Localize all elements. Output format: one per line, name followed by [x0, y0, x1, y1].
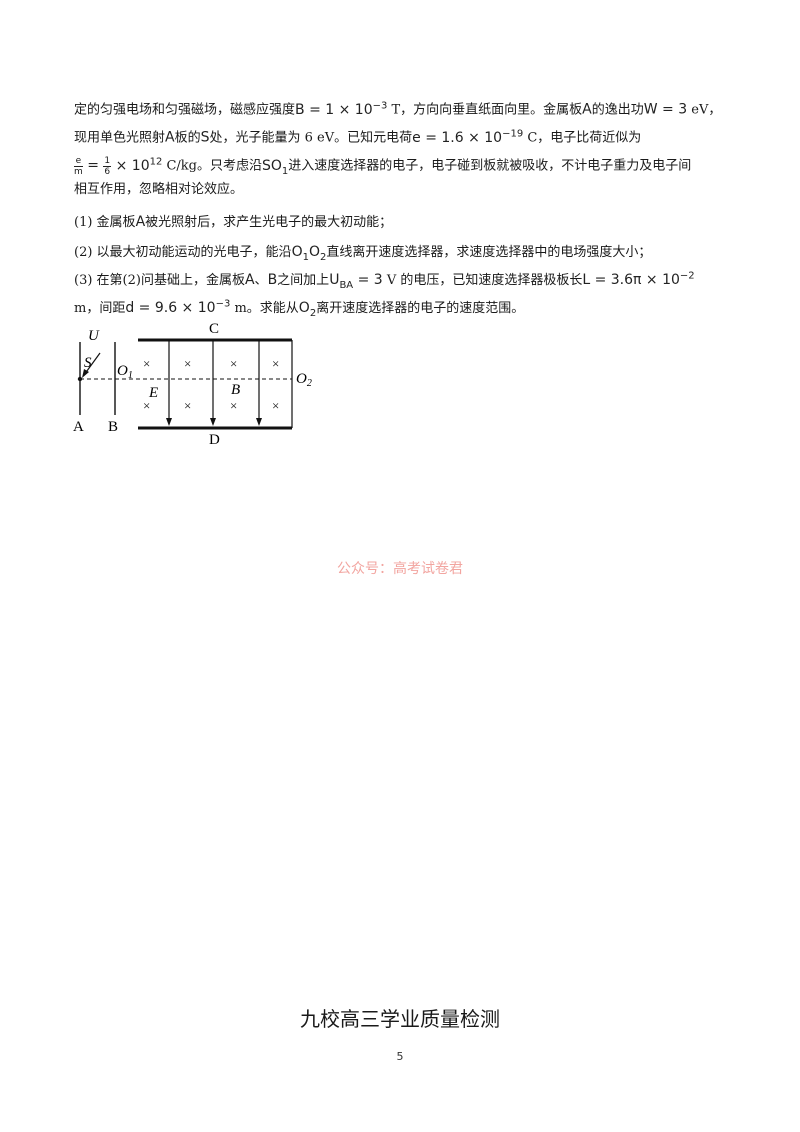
label-s: S	[84, 355, 92, 371]
question-2: (2) 以最大初动能运动的光电子，能沿O1O2直线离开速度选择器，求速度选择器中…	[74, 244, 652, 263]
label-c: C	[209, 321, 219, 337]
light-arrow-head	[82, 369, 89, 378]
paragraph-line-4: 相互作用，忽略相对论效应。	[74, 182, 244, 197]
text-span: C，电子比荷近似为	[523, 130, 642, 146]
field-arrowhead-3	[256, 418, 262, 426]
plate-a-symbol: A	[582, 101, 592, 118]
cross-mark: ×	[184, 398, 191, 413]
label-b-plate: B	[108, 419, 118, 435]
plate-a-symbol: A	[244, 272, 255, 288]
question-3-line-2: m，间距d = 9.6 × 10−3 m。求能从O2离开速度选择器的电子的速度范…	[74, 298, 525, 319]
cross-mark: ×	[143, 398, 150, 413]
text-span: eV，	[687, 102, 722, 118]
footer-title: 九校高三学业质量检测	[300, 1007, 500, 1031]
electric-field-arrowheads	[166, 418, 262, 426]
label-o2: O2	[296, 371, 312, 389]
text-span: 的逸出功	[591, 102, 644, 118]
problem-paragraph: 定的匀强电场和匀强磁场，磁感应强度B = 1 × 10−3 T，方向向垂直纸面向…	[74, 92, 734, 204]
label-e: E	[148, 385, 158, 401]
label-o1: O1	[117, 363, 133, 381]
paragraph-line-2: 现用单色光照射A板的S处，光子能量为 6 eV。已知元电荷e = 1.6 × 1…	[74, 120, 734, 148]
equals-sign: =	[82, 157, 104, 174]
cross-mark: ×	[184, 356, 191, 371]
field-arrowhead-1	[166, 418, 172, 426]
voltage-formula: UBA = 3	[329, 272, 383, 291]
elementary-charge-formula: e = 1.6 × 10−19	[412, 128, 524, 146]
plate-distance-formula: d = 9.6 × 10−3	[125, 298, 231, 316]
text-span: 处，光子能量为 6 eV。已知元电荷	[209, 130, 413, 146]
magnetic-field-crosses: × × × × × × × ×	[143, 356, 279, 413]
question-3-line-1: (3) 在第(2)问基础上，金属板A、B之间加上UBA = 3 V 的电压，已知…	[74, 270, 695, 291]
field-arrowhead-2	[210, 418, 216, 426]
cross-mark: ×	[272, 356, 279, 371]
question-3: (3) 在第(2)问基础上，金属板A、B之间加上UBA = 3 V 的电压，已知…	[74, 269, 695, 325]
cross-mark: ×	[143, 356, 150, 371]
label-u: U	[88, 328, 100, 344]
text-span: 现用单色光照射	[74, 130, 166, 146]
text-span: 定的匀强电场和匀强磁场，磁感应强度	[74, 102, 296, 118]
question-1: (1) 金属板A被光照射后，求产生光电子的最大初动能；	[74, 214, 393, 230]
o2-symbol: O2	[298, 300, 317, 319]
cross-mark: ×	[272, 398, 279, 413]
electric-field-arrows	[168, 340, 260, 420]
paragraph-line-1: 定的匀强电场和匀强磁场，磁感应强度B = 1 × 10−3 T，方向向垂直纸面向…	[74, 92, 734, 120]
text-span: 板的	[174, 130, 201, 146]
so1-symbol: SO1	[262, 157, 289, 177]
point-s-symbol: S	[200, 129, 210, 146]
text-span: C/kg。只考虑沿	[162, 158, 263, 174]
point-s-dot	[77, 376, 83, 382]
label-b-field: B	[231, 382, 240, 398]
magnetic-field-formula: B = 1 × 10−3	[295, 100, 388, 118]
plate-a-symbol: A	[135, 214, 146, 230]
charge-mass-value: × 1012	[115, 156, 163, 174]
plate-b-symbol: B	[267, 272, 278, 288]
diagram-svg: × × × × × × × × U S O1 O2 C D E B A B	[73, 321, 312, 448]
o1o2-symbol: O1O2	[291, 244, 327, 263]
plate-a-symbol: A	[165, 129, 175, 146]
plate-length-formula: L = 3.6π × 10−2	[582, 270, 695, 288]
page-number: 5	[396, 1050, 404, 1063]
cross-mark: ×	[230, 398, 237, 413]
text-span: T，方向向垂直纸面向里。金属板	[387, 102, 583, 118]
label-d: D	[209, 432, 220, 445]
velocity-selector-diagram: × × × × × × × × U S O1 O2 C D E B A B	[70, 320, 315, 448]
watermark-text: 公众号：高考试卷君	[337, 561, 463, 577]
label-a: A	[73, 419, 84, 435]
work-function-formula: W = 3	[643, 101, 688, 118]
cross-mark: ×	[230, 356, 237, 371]
text-span: 进入速度选择器的电子，电子碰到板就被吸收，不计电子重力及电子间	[288, 158, 692, 174]
